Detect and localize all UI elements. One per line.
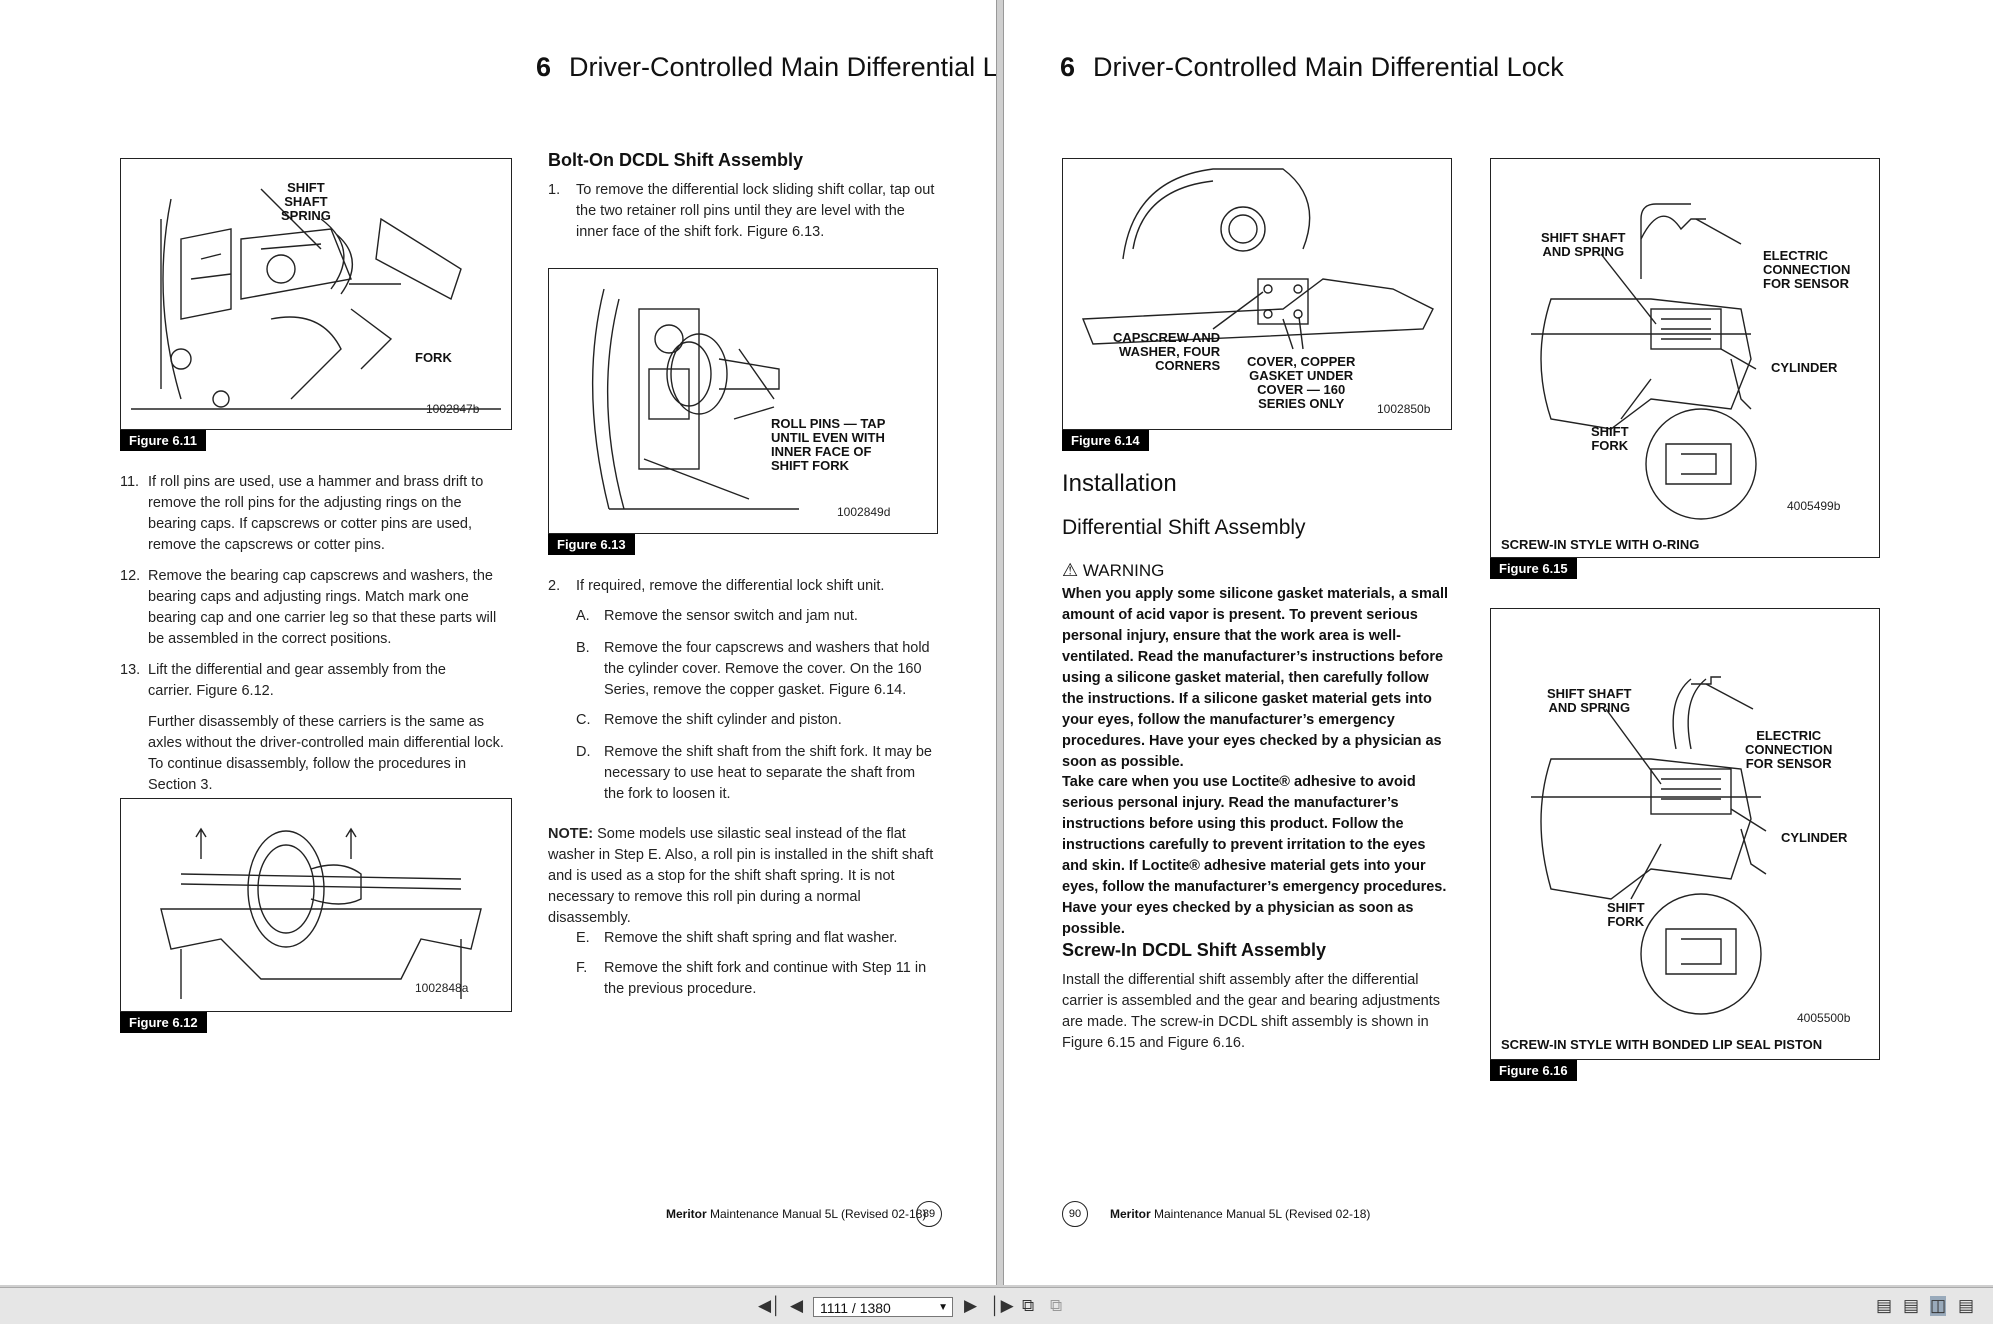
figure-code: 4005499b [1787, 499, 1841, 513]
callout-cylinder: CYLINDER [1771, 360, 1838, 375]
chapter-number: 6 [1060, 52, 1076, 82]
note-text: Some models use silastic seal instead of… [548, 826, 934, 926]
differential-shift-heading: Differential Shift Assembly [1062, 516, 1306, 539]
substep-e: E. Remove the shift shaft spring and fla… [576, 930, 898, 946]
figure-label: Figure 6.14 [1062, 430, 1149, 451]
note-label: NOTE: [548, 826, 594, 842]
cylinder-cover-illustration [1081, 168, 1434, 350]
page-header: 6 Driver-Controlled Main Differential Loc… [1060, 52, 1564, 83]
substep-f: F. Remove the shift fork and continue wi… [576, 960, 927, 997]
figure-label: Figure 6.15 [1490, 558, 1577, 579]
installation-heading: Installation [1062, 470, 1177, 497]
chapter-title: Driver-Controlled Main Differential Lock [569, 52, 997, 82]
chevron-down-icon[interactable]: ▼ [938, 1302, 948, 1313]
note: NOTE: Some models use silastic seal inst… [548, 824, 938, 929]
callout-cylinder: CYLINDER [1781, 830, 1848, 845]
warning-text-2: Take care when you use Loctite® adhesive… [1062, 774, 1447, 937]
shift-fork-illustration [131, 188, 501, 410]
figure-label: Figure 6.11 [120, 430, 206, 451]
single-page-view-icon[interactable]: ▤ [1876, 1296, 1893, 1315]
page-footer: Meritor Maintenance Manual 5L (Revised 0… [1110, 1207, 1371, 1221]
figure-caption: SCREW-IN STYLE WITH O-RING [1501, 537, 1700, 552]
figure-label: Figure 6.16 [1490, 1060, 1577, 1081]
callout-fork: FORK [415, 350, 452, 365]
facing-pages-view-icon[interactable]: ◫ [1930, 1296, 1947, 1316]
step-2: 2. If required, remove the differential … [548, 578, 885, 594]
next-page-icon[interactable]: ▶ [964, 1296, 978, 1315]
warning-header: ⚠ WARNING [1062, 560, 1165, 580]
continuous-view-icon[interactable]: ▤ [1903, 1296, 1920, 1315]
page-number: 89 [916, 1201, 942, 1227]
page-footer: Meritor Maintenance Manual 5L (Revised 0… [666, 1207, 927, 1221]
substep-b: B. Remove the four capscrews and washers… [576, 640, 930, 698]
copy-view-icon[interactable]: ⧉ [1050, 1296, 1063, 1315]
page-number: 90 [1062, 1201, 1088, 1227]
further-disassembly-text: Further disassembly of these carriers is… [148, 714, 504, 793]
figure-code: 1002849d [837, 505, 891, 519]
roll-pins-illustration [591, 288, 799, 510]
last-page-icon[interactable]: │▶ [990, 1296, 1014, 1315]
figure-code: 1002847b [426, 402, 480, 416]
step-13: 13. Lift the differential and gear assem… [120, 662, 446, 699]
figure-caption: SCREW-IN STYLE WITH BONDED LIP SEAL PIST… [1501, 1037, 1823, 1052]
step-11: 11. If roll pins are used, use a hammer … [120, 474, 484, 553]
warning-icon: ⚠ [1062, 560, 1079, 580]
previous-page-icon[interactable]: ◀ [790, 1296, 804, 1315]
substep-c: C. Remove the shift cylinder and piston. [576, 712, 842, 728]
chapter-title: Driver-Controlled Main Differential Lock [1093, 52, 1564, 82]
chapter-number: 6 [536, 52, 552, 82]
differential-lift-illustration [160, 827, 482, 999]
page-header: 6 Driver-Controlled Main Differential Loc… [536, 52, 997, 83]
figure-code: 1002850b [1377, 402, 1431, 416]
section-heading: Bolt-On DCDL Shift Assembly [548, 150, 804, 170]
figure-6-12: 1002848a [120, 798, 512, 1012]
left-page: 6 Driver-Controlled Main Differential Loc… [0, 0, 997, 1285]
continuous-facing-view-icon[interactable]: ▤ [1958, 1296, 1975, 1315]
right-page: 6 Driver-Controlled Main Differential Loc… [1003, 0, 1993, 1285]
warning-text-1: When you apply some silicone gasket mate… [1062, 586, 1449, 770]
lip-seal-assembly-illustration [1531, 676, 1767, 1015]
substep-d: D. Remove the shift shaft from the shift… [576, 744, 932, 802]
step-1: 1. To remove the differential lock slidi… [548, 182, 935, 240]
pdf-toolbar: ◀│ ◀ 1111 / 1380▼ ▶ │▶ ⧉ ⧉ ▤ ▤ ◫ ▤ [0, 1287, 1993, 1324]
screwin-text: Install the differential shift assembly … [1062, 972, 1441, 1051]
substep-a: A. Remove the sensor switch and jam nut. [576, 608, 858, 624]
screwin-heading: Screw-In DCDL Shift Assembly [1062, 940, 1327, 960]
first-page-icon[interactable]: ◀│ [758, 1296, 782, 1315]
step-12: 12. Remove the bearing cap capscrews and… [120, 568, 497, 647]
figure-label: Figure 6.13 [548, 534, 635, 555]
rotate-view-icon[interactable]: ⧉ [1022, 1296, 1035, 1315]
figure-code: 1002848a [415, 981, 469, 995]
oring-assembly-illustration [1531, 203, 1757, 520]
figure-code: 4005500b [1797, 1011, 1851, 1025]
page-number-field[interactable]: 1111 / 1380▼ [813, 1297, 953, 1317]
figure-label: Figure 6.12 [120, 1012, 207, 1033]
